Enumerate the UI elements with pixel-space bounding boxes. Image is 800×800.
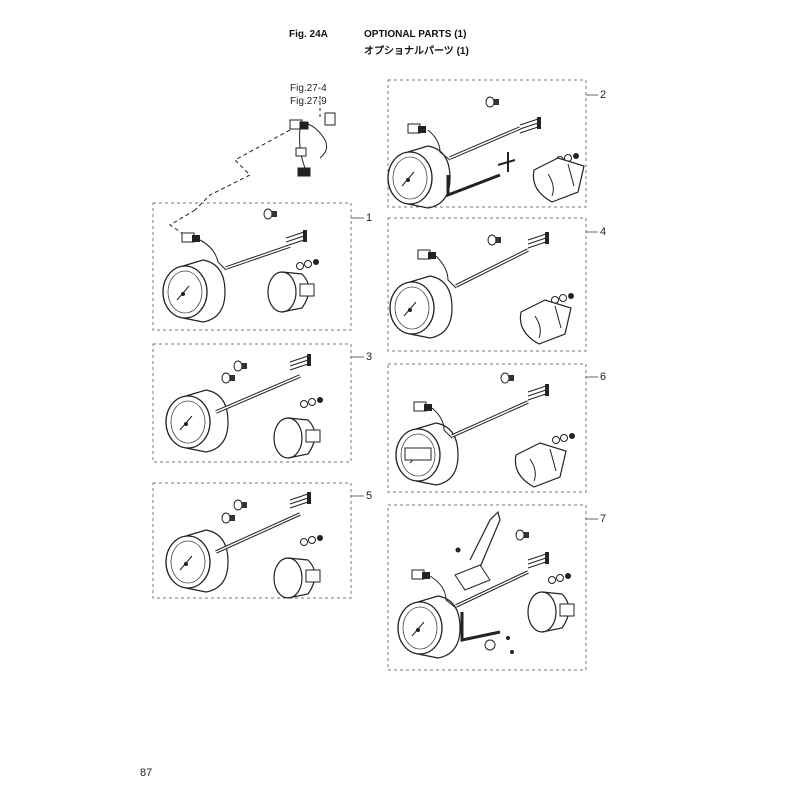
callout-4: 4 [600,226,607,238]
callout-1: 1 [366,212,373,224]
gauge-assembly-4 [389,231,575,345]
group-box-3 [152,343,352,463]
callout-3: 3 [366,351,373,363]
page-title: OPTIONAL PARTS (1) [364,29,467,40]
callout-2: 2 [600,89,607,101]
reference-label-2: Fig.27-9 [290,96,327,107]
group-box-1 [152,202,352,331]
gauge-assembly-3 [165,353,324,459]
group-box-2 [387,79,587,208]
page-title-japanese: オプショナルパーツ (1) [364,46,469,57]
callout-7: 7 [600,513,607,525]
page-number: 87 [140,767,153,779]
gauge-assembly-1 [162,208,320,323]
group-box-7 [387,504,587,671]
callout-6: 6 [600,371,607,383]
gauge-assembly-7 [397,510,575,659]
gauge-assembly-5 [165,491,324,599]
gauge-assembly-6 [395,372,576,488]
gauge-assembly-2 [387,96,585,209]
wire-harness [169,96,336,236]
reference-label-1: Fig.27-4 [290,83,327,94]
group-box-4 [387,217,587,352]
group-box-5 [152,482,352,599]
figure-number: Fig. 24A [289,29,328,40]
callout-5: 5 [366,490,373,502]
group-box-6 [387,363,587,493]
